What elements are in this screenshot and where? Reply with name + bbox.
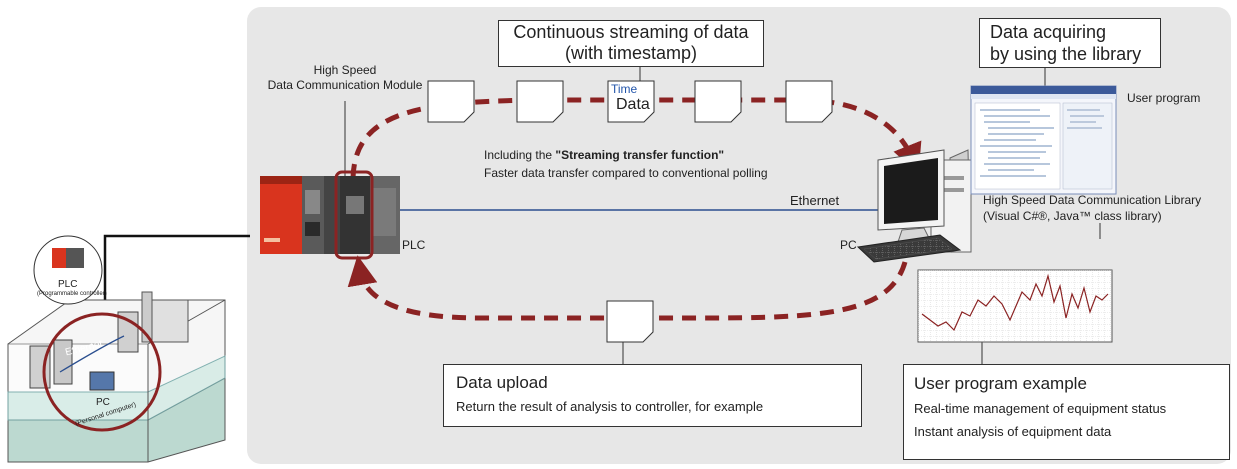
top-callout-line2: (with timestamp) xyxy=(564,43,698,63)
upload-callout-line1: Return the result of analysis to control… xyxy=(456,399,764,414)
factory-highlight-circle xyxy=(42,312,162,432)
factory-plc-bubble xyxy=(33,235,103,305)
packet-icon xyxy=(427,80,475,123)
factory-pc-label: PC xyxy=(96,397,110,408)
factory-plc-label: PLC xyxy=(58,279,78,290)
upload-packet-icon xyxy=(606,300,654,343)
packet-icon xyxy=(516,80,564,123)
user-program-window xyxy=(970,85,1117,195)
chart-trace xyxy=(921,273,1109,332)
module-label-line1: High Speed xyxy=(313,63,377,77)
plc-label: PLC xyxy=(402,238,426,252)
module-highlight xyxy=(334,170,374,260)
packet-icon xyxy=(785,80,833,123)
module-label-line2: Data Communication Module xyxy=(267,78,423,92)
module-label: High Speed Data Communication Module xyxy=(255,63,435,93)
acquire-callout-line1: Data acquiring xyxy=(990,22,1107,42)
library-line2: (Visual C#®, Java™ class library) xyxy=(983,209,1162,223)
factory-plc-sub: (Programmable controller) xyxy=(37,291,107,297)
equipment-data-chart xyxy=(917,269,1113,343)
packet-icons xyxy=(427,80,833,343)
factory-illustration xyxy=(7,235,226,463)
pc-label: PC xyxy=(840,238,857,252)
streaming-line1: Including the "Streaming transfer functi… xyxy=(484,146,768,164)
user-program-label: User program xyxy=(1127,91,1201,105)
packet-icon-time xyxy=(607,80,655,123)
acquire-callout: Data acquiring by using the library xyxy=(979,18,1161,68)
ethernet-label: Ethernet xyxy=(790,193,840,208)
library-label: High Speed Data Communication Library (V… xyxy=(983,192,1201,224)
packet-icon xyxy=(694,80,742,123)
streaming-bold: "Streaming transfer function" xyxy=(555,148,725,162)
example-callout-line1: Real-time management of equipment status xyxy=(914,401,1167,416)
example-callout-title: User program example xyxy=(914,374,1087,393)
packet-time-label: Time xyxy=(611,82,638,96)
streaming-prefix: Including the xyxy=(484,148,556,162)
upload-callout-title: Data upload xyxy=(456,373,548,392)
upload-callout: Data upload Return the result of analysi… xyxy=(443,364,862,427)
library-line1: High Speed Data Communication Library xyxy=(983,193,1202,207)
top-callout-line1: Continuous streaming of data xyxy=(513,22,749,42)
example-callout-line2: Instant analysis of equipment data xyxy=(914,424,1112,439)
example-callout: User program example Real-time managemen… xyxy=(903,364,1230,460)
packet-data-label: Data xyxy=(616,96,650,113)
plc-unit xyxy=(260,176,400,254)
pc-unit xyxy=(856,149,972,263)
acquire-callout-line2: by using the library xyxy=(990,44,1142,64)
streaming-line2: Faster data transfer compared to convent… xyxy=(484,166,768,180)
streaming-function-text: Including the "Streaming transfer functi… xyxy=(484,146,768,182)
plc-connector-line xyxy=(103,234,250,322)
top-callout: Continuous streaming of data (with times… xyxy=(498,20,764,67)
